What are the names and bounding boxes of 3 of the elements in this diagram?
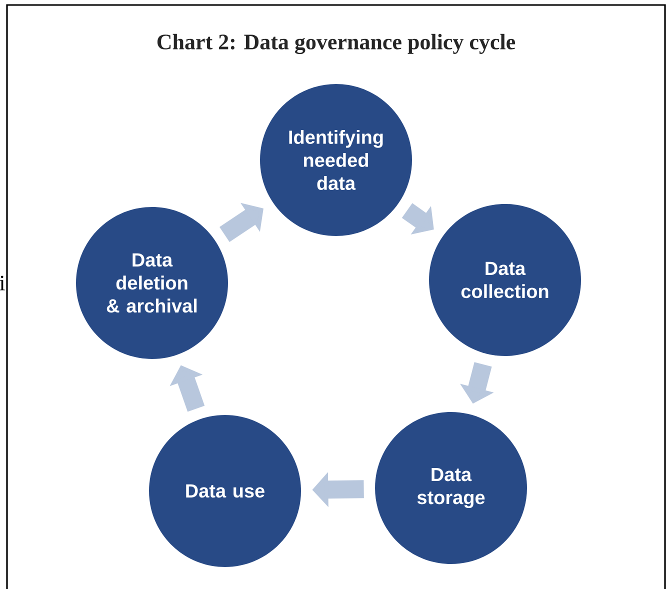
text-fragment: i [0,276,5,290]
block-arrow [220,202,264,242]
chart-title: Chart 2: Data governance policy cycle [157,34,516,54]
